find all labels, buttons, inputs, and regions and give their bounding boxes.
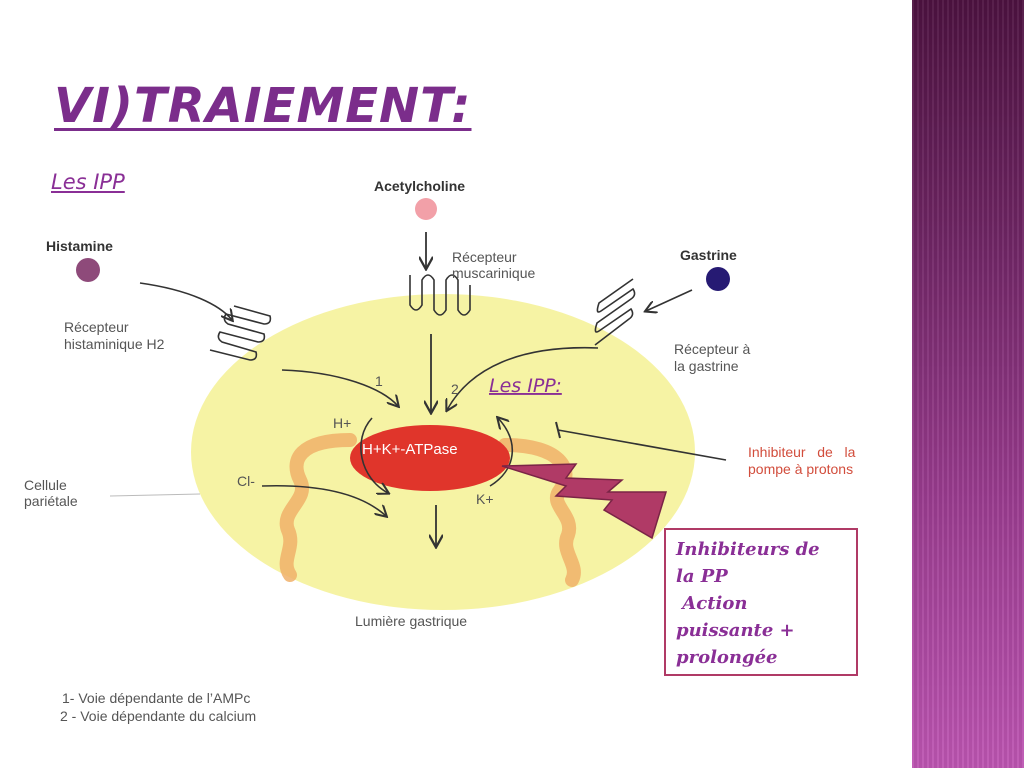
h2-receptor-label-2: histaminique H2	[64, 336, 165, 352]
muscarinic-receptor	[409, 274, 471, 316]
h-plus-label: H+	[333, 415, 351, 431]
canaliculus-right	[498, 438, 581, 587]
k-plus-label: K+	[476, 491, 494, 507]
slide-subtitle: Les IPP	[51, 170, 125, 194]
gastrine-dot	[706, 267, 730, 291]
inhibitor-line	[557, 429, 727, 461]
info-line-5: prolongée	[676, 647, 778, 668]
gastrin-pathway-arrow	[447, 346, 599, 410]
h2-receptor-label-1: Récepteur	[64, 319, 129, 335]
info-line-1: Inhibiteurs de	[676, 539, 820, 560]
inhibitor-label-1: Inhibiteur de la	[748, 444, 856, 460]
ipp-info-box: Inhibiteurs de la PP Action puissante + …	[664, 528, 858, 676]
h2-receptor	[209, 305, 272, 361]
muscarinic-receptor-label-1: Récepteur	[452, 249, 517, 265]
legend-line-1: 1- Voie dépendante de l’AMPc	[62, 690, 250, 706]
acetylcholine-label: Acetylcholine	[374, 178, 465, 194]
decorative-side-band	[912, 0, 1024, 768]
histamine-arrow	[139, 282, 232, 320]
info-line-2: la PP	[676, 566, 728, 587]
legend-line-2: 2 - Voie dépendante du calcium	[60, 708, 256, 724]
muscarinic-receptor-label-2: muscarinique	[452, 265, 535, 281]
gastrin-receptor-label-1: Récepteur à	[674, 341, 750, 357]
slide-title: VI)TRAIEMENT:	[54, 78, 472, 134]
cl-minus-arrow	[261, 484, 386, 516]
acetylcholine-dot	[415, 198, 437, 220]
inhibitor-label-2: pompe à protons	[748, 461, 853, 477]
gastrine-label: Gastrine	[680, 247, 737, 263]
lightning-bolt-icon	[501, 463, 668, 540]
ipp-diagram-label: Les IPP:	[489, 375, 562, 397]
info-line-3: Action	[676, 593, 748, 614]
cl-minus-label: Cl-	[237, 473, 255, 489]
pump-label: H+K+-ATPase	[362, 441, 458, 458]
pathway-1-label: 1	[375, 373, 383, 389]
pathway-1-arrow	[281, 369, 398, 406]
gastrin-receptor	[594, 278, 636, 346]
gastrin-receptor-label-2: la gastrine	[674, 358, 739, 374]
proton-pump	[350, 425, 510, 491]
info-line-4: puissante +	[676, 620, 795, 641]
parietal-cell-label-1: Cellule	[24, 477, 67, 493]
h-plus-arrow	[360, 417, 388, 493]
parietal-cell-pointer	[109, 493, 201, 497]
histamine-label: Histamine	[46, 238, 113, 254]
histamine-dot	[76, 258, 100, 282]
side-band-texture	[912, 0, 1024, 768]
pathway-2-label: 2	[451, 381, 459, 397]
parietal-cell-label-2: pariétale	[24, 493, 78, 509]
gastrine-arrow	[646, 289, 693, 311]
canaliculus-left	[279, 433, 357, 582]
k-plus-arrow	[489, 418, 513, 487]
gastric-lumen-label: Lumière gastrique	[355, 613, 467, 629]
inhibitor-bar	[555, 421, 561, 439]
